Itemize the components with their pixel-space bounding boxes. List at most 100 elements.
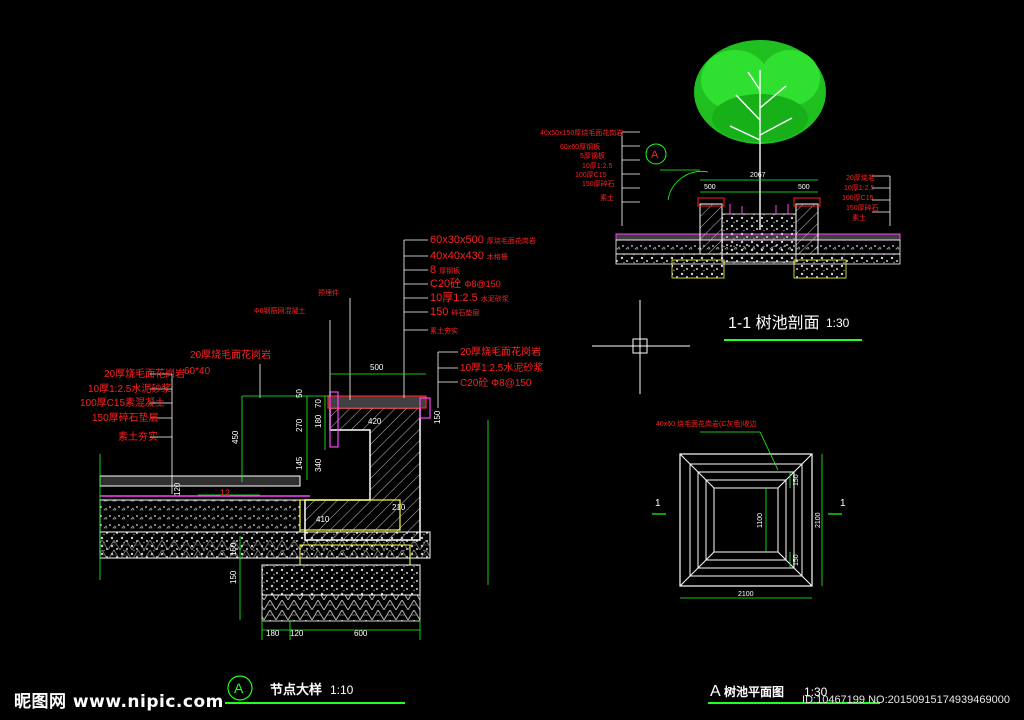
grille-post — [329, 391, 339, 448]
plan-title-prefix: A — [710, 683, 721, 700]
section-left-labels: 40x50x150厚烧毛面花岗岩 60x60厚钢板 5厚钢板 10厚1:2.5 … — [540, 128, 623, 202]
section-dim-texts: 2067 500 500 — [704, 172, 810, 191]
label-layer-1: 20厚烧毛面花岗岩 — [104, 367, 185, 380]
dim-top-500: 500 — [370, 363, 384, 372]
label-layer-4: 150厚碎石垫层 — [92, 411, 159, 424]
plan-ring-3 — [705, 479, 787, 561]
label-mid-2: 60*40 — [184, 366, 211, 377]
label-embed: 预埋件 — [318, 288, 339, 297]
sec-dim-2067: 2067 — [750, 172, 766, 179]
plan-diagonals — [679, 453, 813, 587]
section-wall-left — [699, 203, 723, 255]
sec-label-7: 素土 — [600, 193, 614, 202]
sec-label-6: 150厚碎石 — [582, 179, 615, 188]
sec-dim-500b: 500 — [798, 184, 810, 191]
plan-dim-texts: 2100 1100 2100 150 150 — [738, 474, 822, 598]
dim-v-150b: 150 — [229, 570, 238, 584]
detail-top-labels: 60x30x500 厚烧毛面花岗岩 40x40x430 木格栅 8 厚钢板 C2… — [430, 234, 536, 335]
section-callout-label: A — [651, 149, 659, 161]
watermark-brand: 昵图网 www.nipic.com — [14, 692, 224, 712]
sec-label-2: 60x60厚钢板 — [560, 142, 600, 151]
sec-label-5: 100厚C15 — [575, 171, 607, 179]
detail-title-circle — [227, 675, 253, 701]
section-right-labels: 20厚烧毛 10厚1:2.5 100厚C15 150厚碎石 素土 — [842, 173, 879, 222]
label-top-5: 10厚1:2.5 水泥砂浆 — [430, 291, 509, 304]
leader-lines — [150, 239, 458, 494]
detail-scale: 1:10 — [330, 683, 354, 697]
plan-dim-inner: 1100 — [757, 513, 764, 528]
plan-outer — [679, 453, 813, 587]
plan-dim-right: 2100 — [815, 512, 822, 528]
detail-a — [99, 239, 489, 704]
label-top-4: C20砼 Φ8@150 — [430, 277, 501, 290]
section-soil — [721, 213, 797, 263]
plan-ring-2 — [697, 471, 795, 569]
dim-v-450: 450 — [231, 430, 240, 444]
sec-label-4: 10厚1:2.5 — [582, 162, 612, 170]
section-scale: 1:30 — [826, 316, 850, 330]
concrete-layer — [99, 499, 301, 533]
dim-410: 410 — [316, 515, 330, 524]
section-coping-right — [793, 197, 821, 207]
dim-420: 420 — [368, 417, 382, 426]
section-plants — [729, 204, 789, 214]
label-top-2: 40x40x430 木格栅 — [430, 250, 508, 262]
detail-right-labels: 20厚烧毛面花岗岩 10厚1:2.5水泥砂浆 C20砼 Φ8@150 — [460, 345, 543, 389]
plan-title: 树池平面图 — [724, 684, 784, 699]
plan-view — [652, 431, 880, 704]
dim-v-50: 50 — [295, 389, 304, 398]
section-callout-arc — [667, 171, 709, 201]
sec-dim-500a: 500 — [704, 184, 716, 191]
dim-v-145: 145 — [295, 456, 304, 470]
plan-scale: 1:30 — [804, 685, 828, 699]
paving-stone — [99, 475, 301, 487]
footing-outline — [299, 499, 401, 531]
sec-rlabel-1: 20厚烧毛 — [846, 173, 875, 182]
dim-150: 150 — [433, 410, 442, 424]
detail-middle-labels: 20厚烧毛面花岗岩 60*40 — [184, 348, 271, 377]
section-coping-left — [697, 197, 725, 207]
plan-dim-top-150: 150 — [793, 474, 800, 486]
dimension-lines — [99, 373, 489, 640]
label-top-1: 60x30x500 厚烧毛面花岗岩 — [430, 234, 536, 246]
label-top-7: 素土夯实 — [430, 326, 458, 335]
label-right-1: 20厚烧毛面花岗岩 — [460, 345, 541, 358]
coping-stone — [327, 395, 427, 409]
sec-rlabel-5: 素土 — [852, 213, 866, 222]
label-layer-5: 素土夯实 — [118, 430, 158, 443]
detail-left-labels: 20厚烧毛面花岗岩 10厚1:2.5水泥砂浆 100厚C15素混凝土 150厚碎… — [80, 367, 185, 443]
label-top-3: 8 厚钢板 — [430, 264, 460, 276]
dim-v-150a: 150 — [229, 542, 238, 556]
sec-rlabel-3: 100厚C15 — [842, 194, 874, 202]
label-right-2: 10厚1:2.5水泥砂浆 — [460, 361, 543, 374]
dim-b-120: 120 — [290, 629, 304, 638]
section-leaders — [621, 131, 891, 226]
sec-rlabel-4: 150厚碎石 — [846, 203, 879, 212]
plan-inner — [713, 487, 779, 553]
section-1-1 — [615, 40, 901, 341]
detail-dim-texts: 500 50 70 450 180 270 145 340 120 150 15… — [173, 363, 442, 638]
plan-note: 40x60 烧毛面花岗岩(C灰色)收边 — [656, 419, 757, 428]
sec-label-1: 40x50x150厚烧毛面花岗岩 — [540, 128, 623, 137]
crosshair-icon — [592, 300, 690, 394]
section-dims — [660, 169, 818, 193]
dim-v-120: 120 — [173, 482, 182, 496]
section-wall-right — [795, 203, 819, 255]
grille-edge — [419, 397, 431, 419]
detail-title-circle-label: A — [234, 680, 244, 696]
label-layer-3: 100厚C15素混凝土 — [80, 396, 165, 409]
plan-dims — [680, 431, 823, 599]
dim-b-600: 600 — [354, 629, 368, 638]
base-soil — [261, 594, 421, 622]
plan-dim-bot-150: 150 — [793, 554, 800, 566]
dim-v-70: 70 — [314, 399, 323, 408]
sec-rlabel-2: 10厚1:2.5 — [844, 184, 874, 192]
section-title: 1-1 树池剖面 — [728, 314, 820, 332]
plan-dim-bottom: 2100 — [738, 591, 754, 598]
sec-label-3: 5厚钢板 — [580, 151, 605, 160]
dim-v-270: 270 — [295, 418, 304, 432]
dim-210: 210 — [392, 503, 406, 512]
section-callout-circle — [645, 143, 667, 165]
detail-title: 节点大样 — [270, 682, 322, 697]
dim-b-180: 180 — [266, 629, 280, 638]
